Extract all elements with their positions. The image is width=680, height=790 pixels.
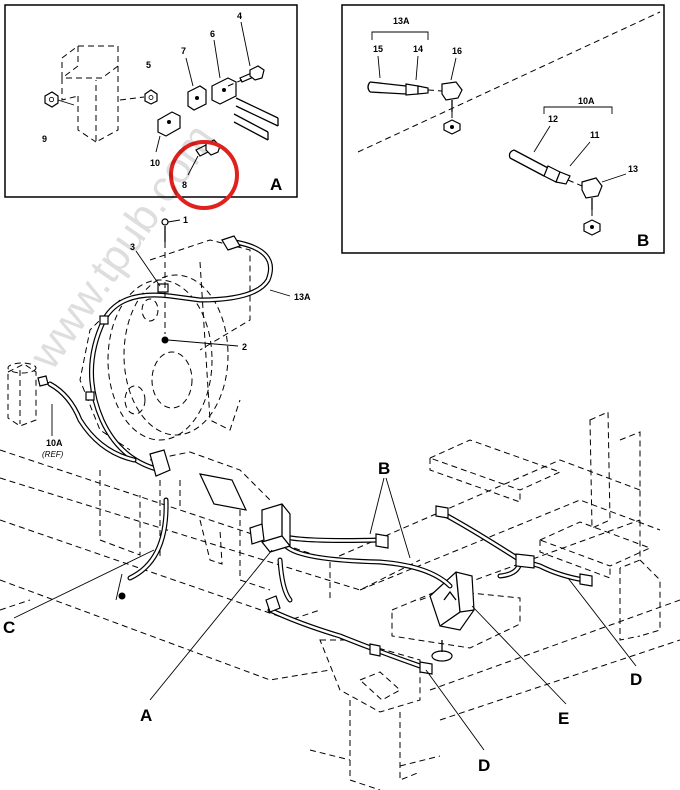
clamp-7 <box>185 57 207 111</box>
hose-fittings <box>85 235 593 675</box>
letter-leaders <box>13 477 637 751</box>
callout-14: 14 <box>413 44 423 54</box>
elbow-fitting-13 <box>581 177 603 236</box>
callout-ref: (REF) <box>42 450 64 459</box>
callout-10a-detail: 10A <box>578 96 595 106</box>
trailer-valve-block <box>391 571 521 662</box>
detail-a-panel: 4 5 6 7 8 9 10 A <box>4 4 298 210</box>
screw-4 <box>227 21 265 87</box>
detail-b-letter: B <box>637 231 649 250</box>
hose-10a-assembly <box>508 149 583 187</box>
clamp-10 <box>155 111 181 153</box>
letter-c: C <box>3 618 15 637</box>
callout-8: 8 <box>182 180 187 190</box>
hose-13a-assembly <box>367 81 443 96</box>
letter-b: B <box>378 459 390 478</box>
callout-4: 4 <box>237 11 242 21</box>
cross-member-right <box>428 411 661 641</box>
callout-1: 1 <box>183 215 188 225</box>
callout-16: 16 <box>452 46 462 56</box>
engine-housing <box>79 239 251 451</box>
nut-9 <box>44 91 75 108</box>
clip-3 <box>135 250 161 287</box>
callout-7: 7 <box>181 46 186 56</box>
tubes-detail-a <box>233 97 279 141</box>
letter-a: A <box>140 706 152 725</box>
detail-a-letter: A <box>270 175 282 194</box>
letter-d-right: D <box>630 670 642 689</box>
bracket-dashed-block <box>61 45 119 143</box>
callout-5: 5 <box>146 60 151 70</box>
nut-5 <box>119 89 158 105</box>
callout-13a-detail: 13A <box>393 16 410 26</box>
air-cleaner <box>7 362 49 427</box>
bolt-1 <box>161 218 239 347</box>
elbow-fitting-16 <box>441 81 463 135</box>
callout-10: 10 <box>150 158 160 168</box>
callout-13: 13 <box>628 164 638 174</box>
valve-manifold <box>149 449 291 565</box>
frame-rails <box>0 449 680 721</box>
callout-6: 6 <box>210 29 215 39</box>
callout-12: 12 <box>548 114 558 124</box>
highlight-circle <box>169 140 239 210</box>
callout-2: 2 <box>242 342 247 352</box>
cross-member-bottom <box>309 639 441 790</box>
letter-e: E <box>558 709 569 728</box>
blower-wheel <box>107 274 229 441</box>
callout-11: 11 <box>590 130 600 140</box>
callout-3: 3 <box>130 242 135 252</box>
air-lines <box>47 239 587 669</box>
callout-10a-main: 10A <box>46 438 63 448</box>
callout-9: 9 <box>42 134 47 144</box>
clamp-6 <box>211 39 237 105</box>
main-assembly: 1 3 2 13A 10A (REF) B C A D E D <box>0 215 680 790</box>
detail-b-panel: 13A 15 14 16 10A 12 11 13 <box>341 4 665 254</box>
callout-13a-main: 13A <box>294 292 311 302</box>
callout-15: 15 <box>373 44 383 54</box>
letter-d-bottom: D <box>478 756 490 775</box>
